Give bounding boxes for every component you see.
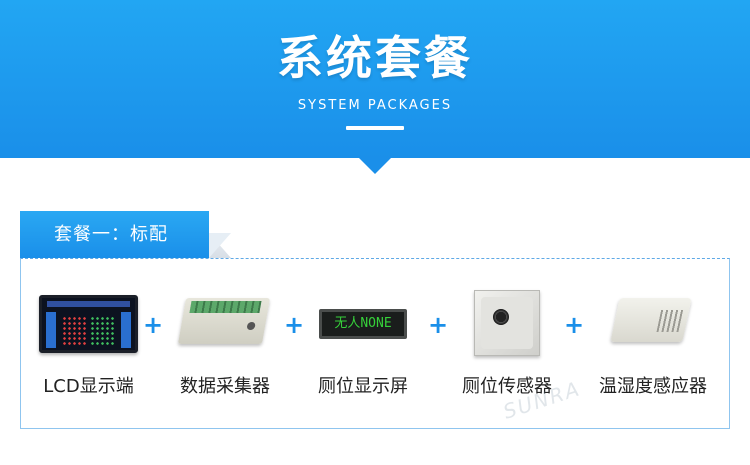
- item-label: 数据采集器: [180, 376, 270, 397]
- page-title: 系统套餐: [277, 31, 473, 85]
- item-label: 厕位显示屏: [318, 376, 408, 397]
- package-container: [20, 258, 730, 429]
- header-banner: 系统套餐 SYSTEM PACKAGES: [0, 0, 750, 158]
- data-collector-icon: [177, 298, 271, 344]
- plus-icon: +: [284, 311, 305, 339]
- package-item-lcd: LCD显示端: [39, 290, 138, 397]
- temperature-humidity-sensor-icon: [610, 298, 692, 342]
- plus-icon: +: [564, 311, 585, 339]
- banner-pointer: [358, 157, 392, 174]
- page-subtitle: SYSTEM PACKAGES: [297, 98, 453, 113]
- occupancy-sensor-icon: [474, 290, 540, 356]
- plus-icon: +: [428, 311, 449, 339]
- package-item-led: 无人NONE 厕位显示屏: [318, 290, 408, 397]
- package-item-sensor: 厕位传感器: [462, 290, 552, 397]
- item-label: 厕位传感器: [462, 376, 552, 397]
- item-label: LCD显示端: [43, 376, 134, 397]
- title-underline: [346, 126, 404, 130]
- plus-icon: +: [143, 311, 164, 339]
- led-display-icon: 无人NONE: [319, 309, 407, 339]
- package-tag: 套餐一：标配: [20, 211, 231, 258]
- package-item-th: 温湿度感应器: [599, 290, 707, 397]
- item-label: 温湿度感应器: [599, 376, 707, 397]
- lcd-display-icon: [39, 295, 138, 353]
- package-item-collector: 数据采集器: [177, 290, 271, 397]
